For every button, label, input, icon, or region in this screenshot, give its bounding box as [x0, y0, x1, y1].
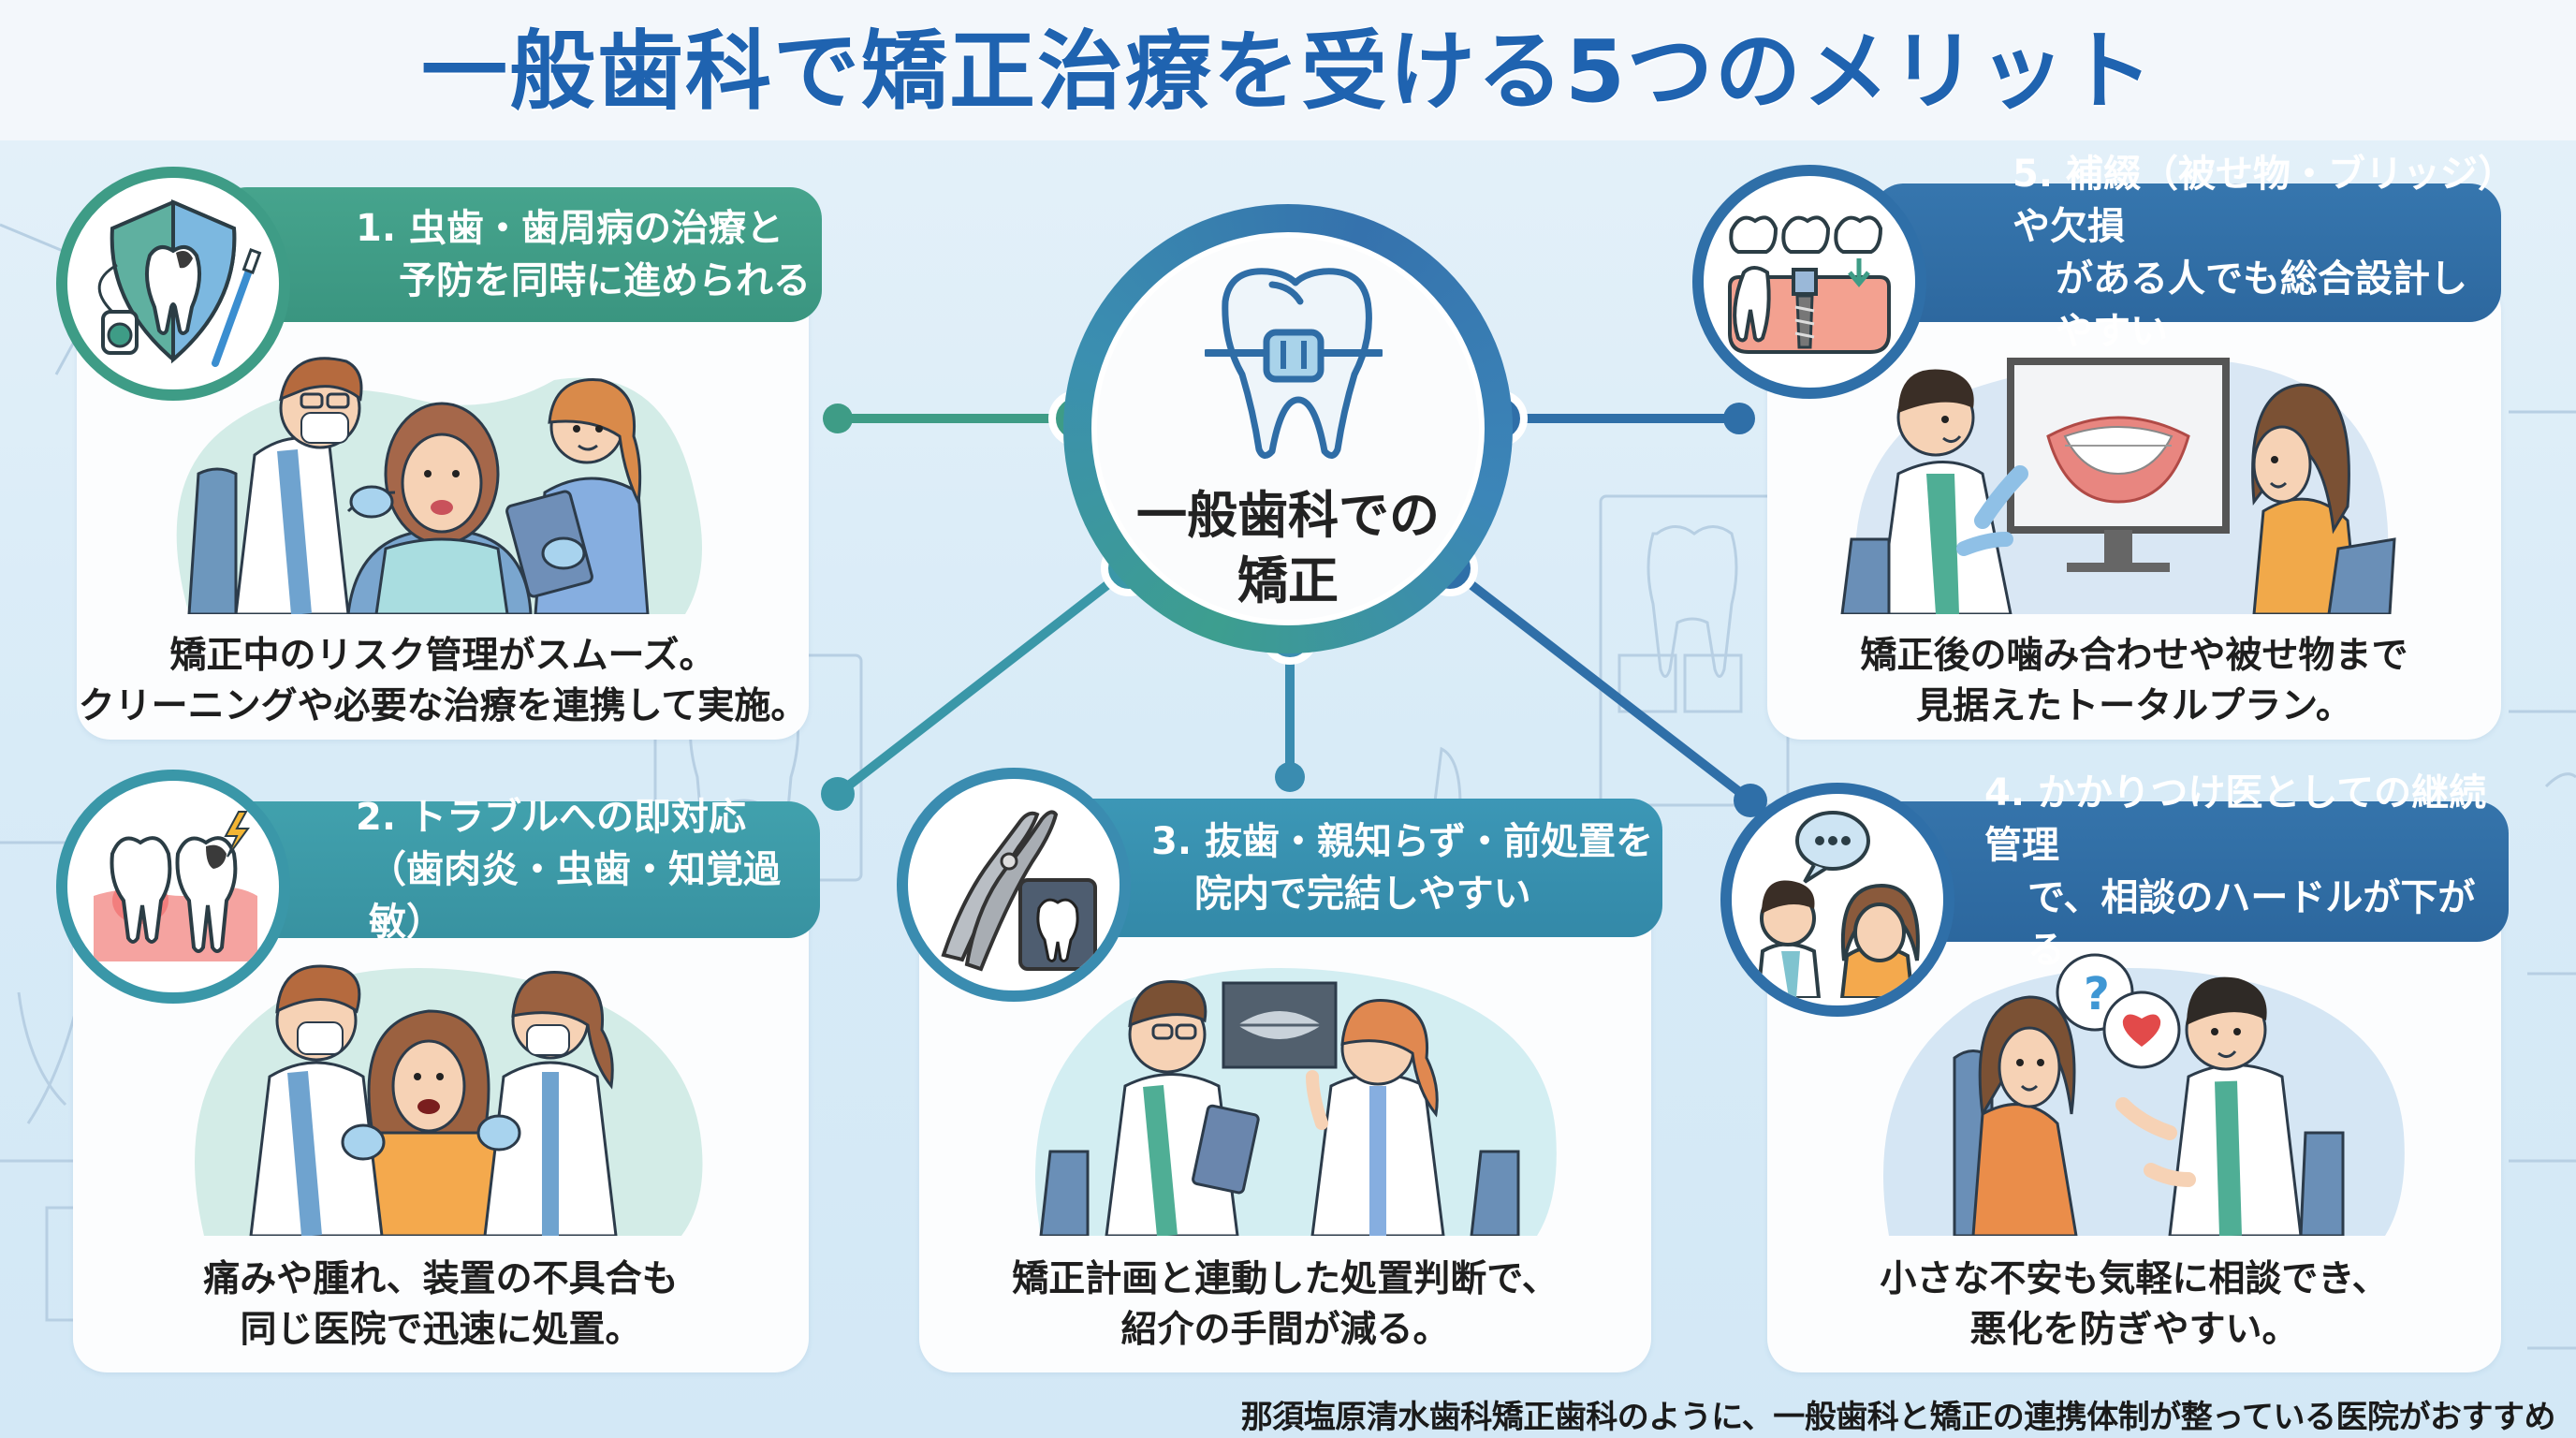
- merit-4-title-line1: 4. かかりつけ医としての継続管理: [1984, 767, 2509, 872]
- merit-3-title-line2: 院内で完結しやすい: [1194, 873, 1531, 916]
- merit-2-number: 2.: [356, 796, 397, 839]
- central-hub: 一般歯科での 矯正: [1063, 204, 1513, 653]
- merit-5-banner: 5. 補綴（被せ物・ブリッジ）や欠損 がある人でも総合設計しやすい: [1872, 153, 2501, 353]
- merit-2-banner: 2. トラブルへの即対応 （歯肉炎・虫歯・知覚過敏）: [215, 796, 820, 944]
- merit-1-badge: [56, 167, 290, 401]
- tooth-with-braces-icon: [1205, 268, 1383, 459]
- merit-1-caption-line2: クリーニングや必要な治療を連携して実施。: [78, 685, 808, 727]
- inflamed-gum-decayed-tooth-pain-icon: [94, 811, 257, 961]
- merit-3-caption-line1: 矯正計画と連動した処置判断で、: [1012, 1258, 1559, 1300]
- merit-2-caption: 痛みや腫れ、装置の不具合も 同じ医院で迅速に処置。: [73, 1255, 809, 1356]
- crown-bridge-implant-icon: [1728, 215, 1891, 354]
- merit-4-caption-line1: 小さな不安も気軽に相談でき、: [1880, 1258, 2389, 1300]
- merit-4-title-line2: で、相談のハードルが下がる: [2027, 876, 2476, 972]
- connector-merit-5: [1471, 390, 1755, 447]
- merit-1-banner: 1. 虫歯・歯周病の治療と 予防を同時に進められる: [215, 187, 822, 322]
- merit-3-caption: 矯正計画と連動した処置判断で、 紹介の手間が減る。: [919, 1255, 1651, 1356]
- forceps-xray-tooth-icon: [941, 810, 1097, 972]
- merit-4-caption-line2: 悪化を防ぎやすい。: [1969, 1309, 2299, 1351]
- shield-tooth-toothbrush-floss-icon: [97, 198, 262, 367]
- merit-3-number: 3.: [1151, 820, 1193, 863]
- merit-5-badge: [1692, 165, 1926, 399]
- merit-1-caption-line1: 矯正中のリスク管理がスムーズ。: [169, 635, 716, 677]
- merit-4-number: 4.: [1984, 771, 2026, 814]
- merit-1-number: 1.: [356, 207, 397, 250]
- merit-4-banner: 4. かかりつけ医としての継続管理 で、相談のハードルが下がる: [1863, 771, 2509, 972]
- title-band: [0, 0, 2576, 140]
- merit-5-caption-line2: 見据えたトータルプラン。: [1916, 685, 2352, 727]
- merit-2-title-line1: 2. トラブルへの即対応: [356, 791, 820, 844]
- merit-5-title-line2: がある人でも総合設計しやすい: [2056, 257, 2467, 353]
- merit-3-title-text1: 抜歯・親知らず・前処置を: [1204, 820, 1654, 863]
- merit-3-badge: [897, 768, 1131, 1002]
- merit-2-caption-line2: 同じ医院で迅速に処置。: [240, 1309, 642, 1351]
- merit-card-5: 矯正後の噛み合わせや被せ物まで 見据えたトータルプラン。: [1767, 277, 2501, 740]
- merit-3-caption-line2: 紹介の手間が減る。: [1120, 1309, 1450, 1351]
- hub-label-line1: 一般歯科での: [1136, 486, 1440, 545]
- merit-2-title-line2: （歯肉炎・虫歯・知覚過敏）: [369, 848, 781, 944]
- merit-4-caption: 小さな不安も気軽に相談でき、 悪化を防ぎやすい。: [1767, 1255, 2501, 1356]
- merit-card-3: 矯正計画と連動した処置判断で、 紹介の手間が減る。: [919, 880, 1651, 1372]
- scene-doctor-consulting-patient: ?: [1883, 953, 2405, 1236]
- merit-5-number: 5.: [2012, 153, 2054, 196]
- merit-5-title-line1: 5. 補綴（被せ物・ブリッジ）や欠損: [2012, 148, 2501, 253]
- scene-doctor-explaining-smile-monitor: [1840, 358, 2396, 614]
- merit-1-caption: 矯正中のリスク管理がスムーズ。 クリーニングや必要な治療を連携して実施。: [77, 631, 809, 732]
- merit-2-title-text1: トラブルへの即対応: [408, 796, 746, 839]
- hub-label-line2: 矯正: [1237, 551, 1339, 610]
- page-title: 一般歯科で矯正治療を受ける5つのメリット: [420, 22, 2155, 122]
- merit-1-title-line2: 予防を同時に進められる: [399, 259, 811, 302]
- merit-5-caption: 矯正後の噛み合わせや被せ物まで 見据えたトータルプラン。: [1767, 631, 2501, 732]
- svg-text:?: ?: [2084, 968, 2110, 1020]
- merit-1-title-text1: 虫歯・歯周病の治療と: [408, 207, 783, 250]
- merit-5-title-text1: 補綴（被せ物・ブリッジ）や欠損: [2012, 153, 2496, 248]
- merit-2-badge: [56, 770, 290, 1004]
- scene-two-dentists-treating-patient: [195, 964, 703, 1236]
- scene-dentist-examining-patient: [176, 357, 702, 614]
- connector-merit-1: [823, 390, 1105, 447]
- merit-1-title-line1: 1. 虫歯・歯周病の治療と: [356, 202, 822, 255]
- merit-4-badge: [1720, 783, 1954, 1017]
- hub-label: 一般歯科での 矯正: [1097, 483, 1479, 614]
- merit-5-caption-line1: 矯正後の噛み合わせや被せ物まで: [1860, 635, 2408, 677]
- merit-4-title-text1: かかりつけ医としての継続管理: [1984, 771, 2487, 867]
- merit-3-title-line1: 3. 抜歯・親知らず・前処置を: [1151, 815, 1662, 868]
- doctor-patient-speech-bubble-icon: [1755, 811, 1920, 998]
- footer-recommendation-note: 那須塩原清水歯科矯正歯科のように、一般歯科と矯正の連携体制が整っている医院がおす…: [1240, 1399, 2556, 1436]
- hub-inner-circle: 一般歯科での 矯正: [1091, 232, 1485, 625]
- scene-dentists-reviewing-xray: [1035, 968, 1557, 1236]
- merit-2-caption-line1: 痛みや腫れ、装置の不具合も: [203, 1258, 679, 1300]
